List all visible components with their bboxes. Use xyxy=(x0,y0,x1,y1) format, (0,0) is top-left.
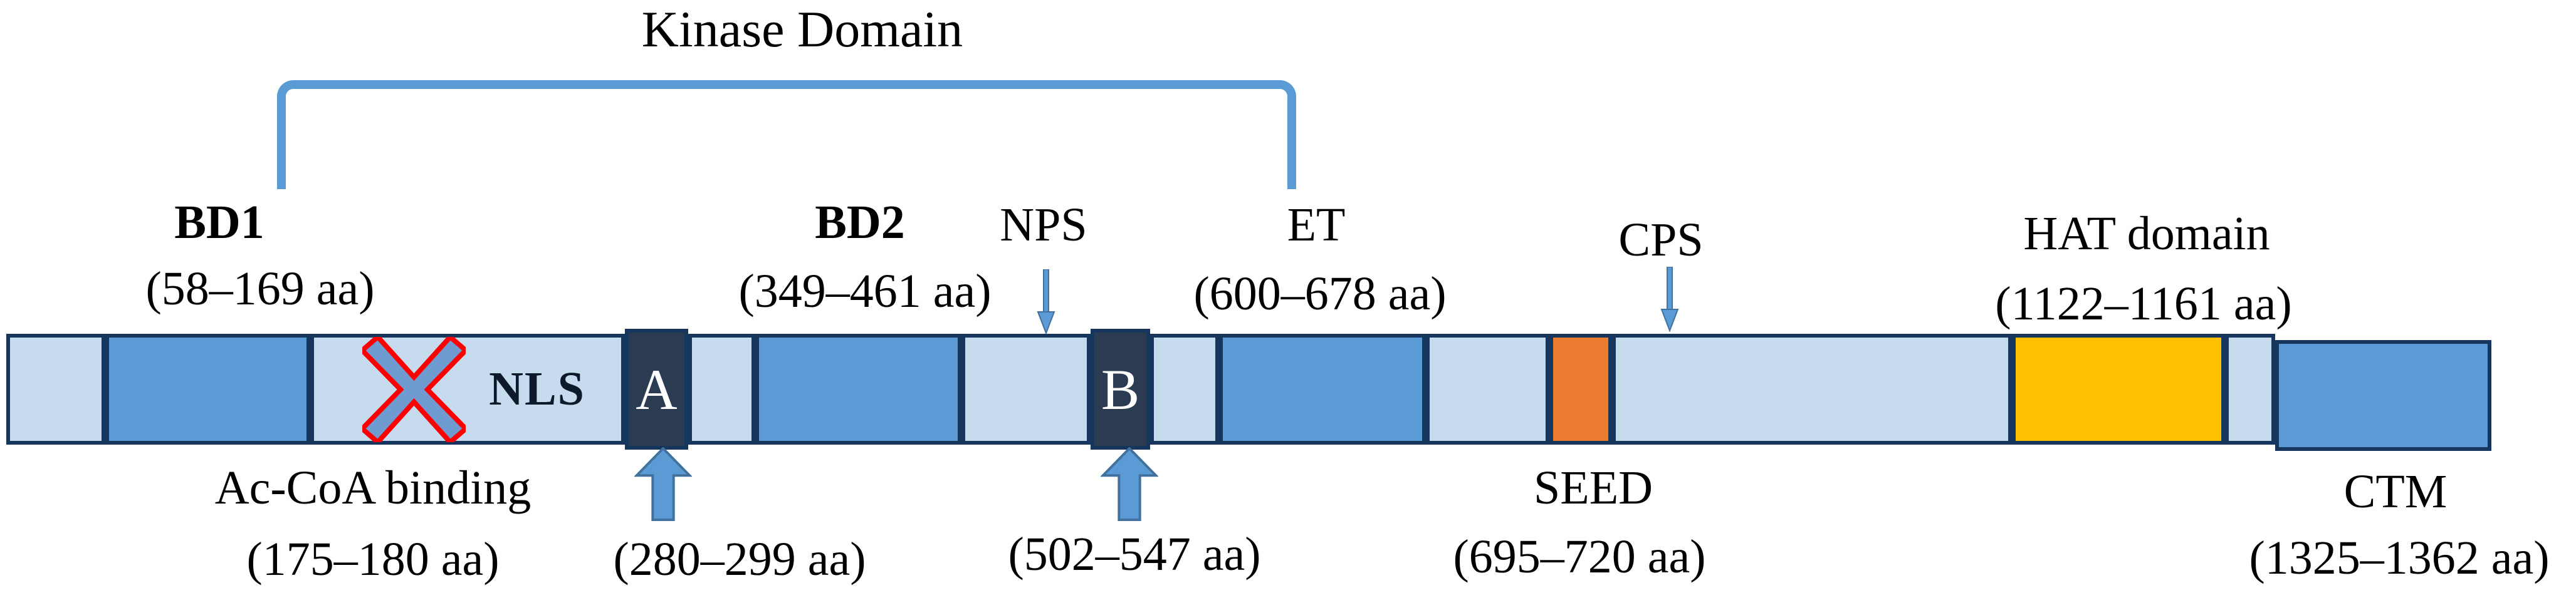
seed-range: (695–720 aa) xyxy=(1453,530,1706,583)
bar-segment-dark-b: B xyxy=(1091,329,1150,450)
bd1-label: BD1 xyxy=(174,196,264,249)
bar-segment-light xyxy=(6,334,105,445)
bar-segment-light xyxy=(1426,334,1549,445)
et-label: ET xyxy=(1287,199,1346,251)
site-a-range: (280–299 aa) xyxy=(613,533,866,586)
seed-label: SEED xyxy=(1534,462,1653,514)
bar-segment-light xyxy=(1150,334,1219,445)
cps-label: CPS xyxy=(1618,214,1704,266)
site-b-up-arrow-icon xyxy=(1101,447,1158,521)
bar-segment-light xyxy=(1612,334,2012,445)
bd2-range: (349–461 aa) xyxy=(738,265,992,318)
bd2-label: BD2 xyxy=(815,196,905,249)
kinase-domain-title: Kinase Domain xyxy=(641,1,963,58)
bar-segment-orange xyxy=(1549,334,1612,445)
nls-label: NLS xyxy=(489,363,585,415)
bar-segment-medium xyxy=(2275,340,2491,451)
cps-down-arrow-icon xyxy=(1660,267,1679,332)
kinase-domain-bracket xyxy=(277,80,1296,189)
bar-segment-light xyxy=(961,334,1091,445)
bar-segment-medium xyxy=(1219,334,1426,445)
bar-segment-medium xyxy=(755,334,961,445)
ctm-range: (1325–1362 aa) xyxy=(2249,532,2550,584)
segment-letter-b: B xyxy=(1101,357,1140,421)
bar-segment-medium xyxy=(105,334,310,445)
nps-down-arrow-icon xyxy=(1037,269,1055,334)
deletion-x-icon xyxy=(362,337,466,442)
bar-segment-light xyxy=(2225,334,2275,445)
hat-domain-label: HAT domain xyxy=(2023,207,2270,260)
accoa-binding-range: (175–180 aa) xyxy=(246,533,500,586)
bar-segment-light xyxy=(688,334,755,445)
ctm-label: CTM xyxy=(2343,465,2448,518)
nps-label: NPS xyxy=(1000,199,1087,251)
site-a-up-arrow-icon xyxy=(634,447,692,521)
accoa-binding-label: Ac-CoA binding xyxy=(214,462,531,514)
bar-segment-dark-a: A xyxy=(625,329,688,450)
bd1-range: (58–169 aa) xyxy=(145,262,375,315)
et-range: (600–678 aa) xyxy=(1193,267,1447,320)
hat-domain-range: (1122–1161 aa) xyxy=(1995,277,2292,330)
bar-segment-yellow xyxy=(2012,334,2225,445)
site-b-range: (502–547 aa) xyxy=(1008,528,1261,581)
segment-letter-a: A xyxy=(636,357,678,421)
